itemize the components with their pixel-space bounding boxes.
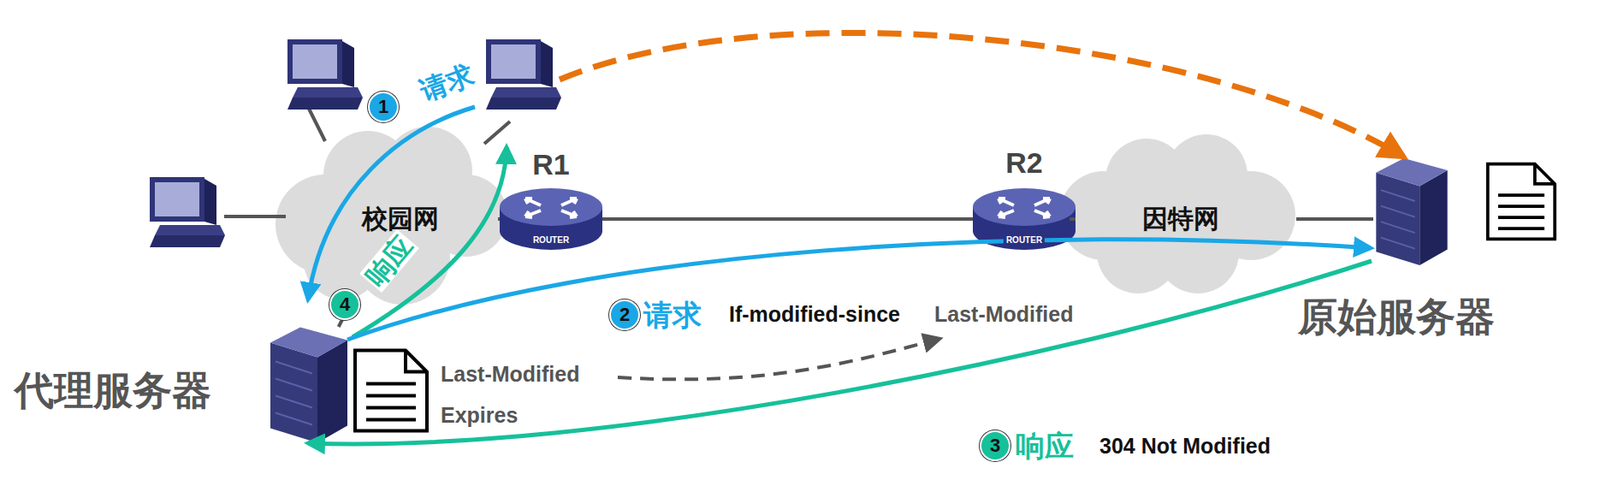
pc-icon [149, 177, 226, 248]
arrow-label: Last-Modified [932, 302, 1076, 326]
server-icon [270, 327, 348, 444]
origin-server: 原始服务器 [1373, 158, 1451, 266]
router: R1ROUTER [499, 145, 603, 253]
arrow-label: 请求 [414, 59, 480, 107]
node-label: 原始服务器 [1297, 296, 1495, 337]
network-link [1296, 217, 1374, 221]
internet-cloud: 因特网 [1069, 142, 1297, 297]
request-arrow [308, 106, 475, 300]
http-arrow [308, 260, 1372, 445]
node-label: 因特网 [1142, 206, 1220, 232]
callout-number: 1 [367, 91, 399, 123]
server-icon [1375, 158, 1447, 266]
node-label: Expires [440, 404, 518, 427]
pc-icon [287, 39, 363, 110]
response-arrow [352, 147, 507, 338]
arrow-label: If-modified-since [727, 302, 902, 326]
node-label: 校园网 [361, 206, 439, 232]
document-icon [355, 350, 427, 432]
document-icon [1487, 164, 1555, 240]
arrow-label: 响应 [1013, 430, 1076, 462]
internet-cloud [1059, 134, 1296, 294]
direct-request-arrow [559, 32, 1404, 157]
callout-number: 2 [609, 299, 640, 331]
cached-document: Last-ModifiedExpires [352, 347, 430, 434]
network-link [497, 217, 500, 221]
node-label: ROUTER [1003, 235, 1045, 246]
pc-icon [485, 39, 562, 110]
router: R2ROUTER [972, 145, 1076, 253]
network-link [1069, 217, 1076, 221]
router-icon [499, 188, 603, 250]
node-label: R2 [1005, 148, 1043, 178]
arrow-label: 请求 [641, 299, 704, 331]
lan-wires [224, 106, 510, 217]
callout-number: 4 [329, 289, 361, 320]
node-label: 代理服务器 [14, 370, 212, 410]
callout-number: 3 [979, 430, 1011, 462]
proxy-server: 代理服务器 [270, 326, 348, 444]
node-label: R1 [532, 149, 569, 179]
header-copy-arrow [617, 338, 940, 380]
http-arrow [347, 239, 1371, 340]
node-label: Last-Modified [440, 363, 581, 386]
network-link [602, 217, 973, 221]
node-label: ROUTER [530, 235, 572, 246]
arrow-label: 304 Not Modified [1097, 434, 1273, 458]
